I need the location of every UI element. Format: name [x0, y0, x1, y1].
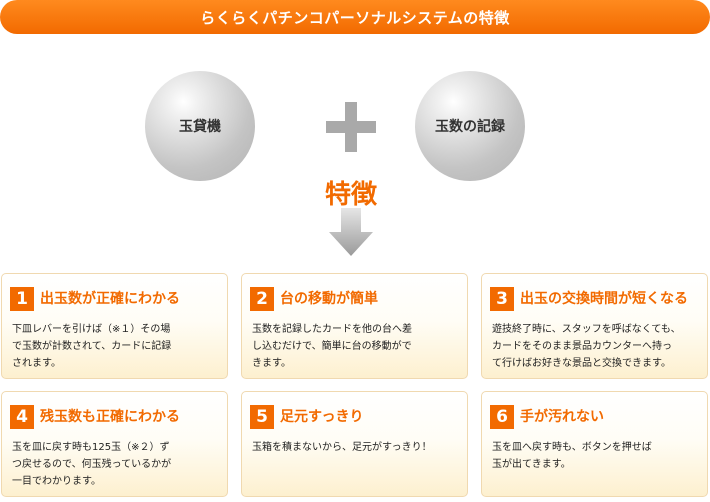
feature-description: 玉を皿へ戻す時も、ボタンを押せば玉が出てきます。	[492, 442, 652, 470]
ball-lender-sphere: 玉貸機	[145, 71, 255, 181]
feature-title: 手が汚れない	[520, 409, 604, 425]
feature-title: 台の移動が簡単	[280, 291, 378, 307]
header-banner: らくらくパチンコパーソナルシステムの特徴	[0, 0, 710, 34]
feature-description: 下皿レバーを引けば（※１）その場で玉数が計数されて、カードに記録されます。	[12, 324, 172, 369]
plus-icon	[326, 102, 376, 152]
feature-card-3: 3 出玉の交換時間が短くなる 遊技終了時に、スタッフを呼ばなくても、カードをその…	[481, 273, 708, 379]
feature-number: 1	[10, 287, 34, 311]
feature-title: 足元すっきり	[280, 409, 364, 425]
feature-number: 2	[250, 287, 274, 311]
feature-card-5: 5 足元すっきり 玉箱を積まないから、足元がすっきり！	[241, 391, 468, 497]
feature-label: 特徴	[324, 180, 377, 210]
ball-lender-label: 玉貸機	[179, 119, 221, 135]
down-arrow-icon	[329, 208, 373, 256]
feature-title: 出玉の交換時間が短くなる	[520, 291, 688, 307]
feature-number: 3	[490, 287, 514, 311]
ball-record-sphere: 玉数の記録	[415, 71, 525, 181]
feature-number: 6	[490, 405, 514, 429]
feature-card-1: 1 出玉数が正確にわかる 下皿レバーを引けば（※１）その場で玉数が計数されて、カ…	[1, 273, 228, 379]
banner-title: らくらくパチンコパーソナルシステムの特徴	[200, 8, 510, 27]
feature-title: 出玉数が正確にわかる	[40, 291, 180, 307]
feature-description: 玉数を記録したカードを他の台へ差し込むだけで、簡単に台の移動ができます。	[252, 324, 412, 369]
feature-number: 5	[250, 405, 274, 429]
feature-card-4: 4 残玉数も正確にわかる 玉を皿に戻す時も125玉（※２）ずつ戻せるので、何玉残…	[1, 391, 228, 497]
ball-record-label: 玉数の記録	[435, 119, 505, 135]
feature-description: 玉箱を積まないから、足元がすっきり！	[252, 442, 432, 453]
feature-description: 玉を皿に戻す時も125玉（※２）ずつ戻せるので、何玉残っているかが一目でわかりま…	[12, 442, 172, 487]
feature-card-2: 2 台の移動が簡単 玉数を記録したカードを他の台へ差し込むだけで、簡単に台の移動…	[241, 273, 468, 379]
feature-title: 残玉数も正確にわかる	[40, 409, 180, 425]
feature-card-6: 6 手が汚れない 玉を皿へ戻す時も、ボタンを押せば玉が出てきます。	[481, 391, 708, 497]
feature-number: 4	[10, 405, 34, 429]
feature-description: 遊技終了時に、スタッフを呼ばなくても、カードをそのまま景品カウンターへ持って行け…	[492, 324, 681, 369]
